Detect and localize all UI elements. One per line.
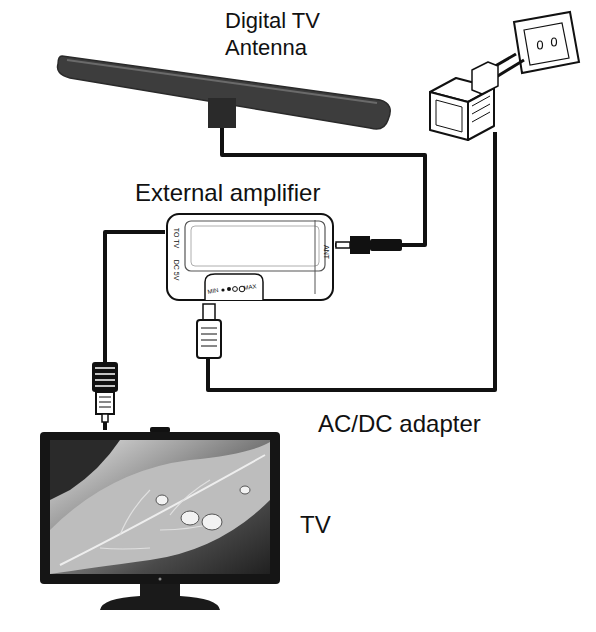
water-drop	[202, 514, 222, 530]
adapter-prongs	[478, 54, 524, 82]
water-drop	[156, 495, 168, 505]
tv-neck	[140, 584, 180, 596]
tv-plug	[102, 414, 108, 422]
dc-plug	[197, 320, 221, 358]
tv-plug	[99, 397, 111, 407]
tv-plug	[96, 392, 114, 414]
leaf-shadow	[50, 440, 120, 500]
adapter-body	[430, 62, 498, 140]
dc-plug	[203, 304, 215, 320]
part-name: AC/DC adapter	[318, 410, 481, 438]
antenna-highlight	[67, 60, 377, 103]
adapter-body	[430, 92, 468, 140]
leaf-vein	[100, 480, 220, 549]
adapter-body	[430, 78, 494, 102]
adapter-body	[472, 96, 490, 122]
tv-plug	[92, 362, 118, 422]
amplifier-panel	[191, 226, 319, 266]
coax-plug	[336, 236, 402, 254]
gain-dot	[233, 287, 238, 292]
node-heading: External amplifier	[135, 178, 320, 207]
amplifier-panel	[185, 221, 325, 271]
tv-node: TV	[40, 430, 280, 615]
wall-socket	[514, 12, 579, 73]
adapter-body	[472, 62, 498, 94]
port-label: TO TV	[173, 228, 180, 248]
gain-dot	[221, 288, 224, 291]
tv-plug	[92, 362, 118, 392]
node-shape	[40, 430, 280, 615]
adapter-prongs	[478, 54, 516, 76]
coax-plug	[336, 242, 350, 248]
dc-plug	[201, 328, 217, 346]
coax-plug	[370, 239, 402, 251]
wall-socket	[538, 41, 543, 49]
antenna-node: Digital TV Antenna	[55, 8, 395, 128]
gain-dot	[227, 287, 231, 291]
tv-plug	[95, 368, 115, 386]
water-drop	[181, 511, 199, 525]
wall-socket	[524, 23, 569, 65]
coax-plug	[350, 236, 370, 254]
node-heading: Digital TV Antenna	[225, 8, 375, 62]
tv-screen	[50, 440, 270, 574]
tv-base	[100, 596, 220, 610]
wall-socket	[552, 38, 557, 46]
adapter-body	[436, 100, 462, 132]
amplifier-edge	[315, 220, 316, 294]
port-label: ANT	[323, 245, 330, 259]
amplifier-case	[167, 214, 333, 300]
node-heading: TV	[300, 510, 331, 539]
cable-layer	[105, 128, 425, 430]
antenna-bar	[58, 56, 391, 129]
port-label: DC 5V	[173, 260, 180, 281]
adapter-prongs	[488, 60, 524, 82]
dc-plug	[197, 304, 221, 358]
adapter-body	[468, 88, 494, 140]
tv-bezel	[40, 432, 280, 584]
water-drop	[240, 486, 250, 494]
coax-cable	[105, 232, 165, 430]
wall-socket	[514, 12, 579, 73]
power-led	[159, 578, 162, 581]
gain-dial-housing	[205, 274, 263, 300]
antenna-stand	[208, 98, 236, 128]
